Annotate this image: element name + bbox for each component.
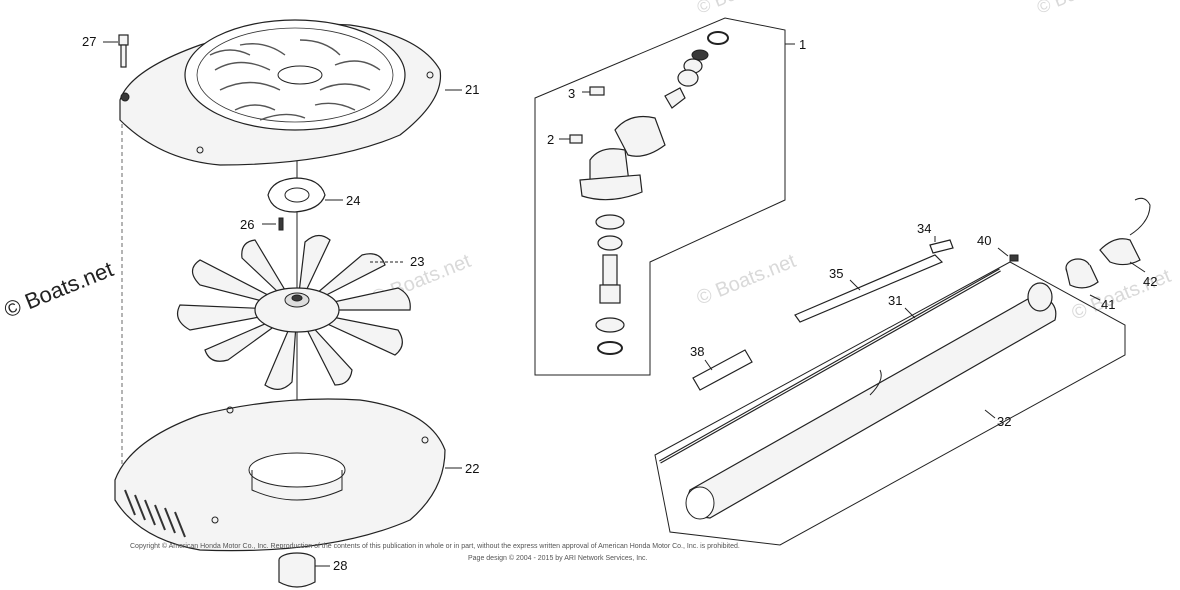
faint-watermark: © Boats.net [694,250,800,310]
part-number-41: 41 [1101,297,1115,312]
part-number-24: 24 [346,193,360,208]
fan-cover-21 [119,19,442,166]
part-number-23: 23 [410,254,424,269]
part-number-34: 34 [917,221,931,236]
part-number-2: 2 [547,132,554,147]
bolt-27 [118,34,129,68]
fan-23 [177,234,411,390]
gear-case-outline [534,17,786,376]
shaft-box-32 [654,261,1126,546]
pin-40 [1009,254,1019,262]
main-tube [685,294,1057,520]
part-number-22: 22 [465,461,479,476]
part-number-27: 27 [82,34,96,49]
part-number-38: 38 [690,344,704,359]
part-number-32: 32 [997,414,1011,429]
collar [1027,282,1053,312]
pin-26 [278,217,284,231]
copyright-line-1: Copyright © American Honda Motor Co., In… [130,542,740,550]
part-number-42: 42 [1143,274,1157,289]
label-35 [794,254,944,323]
part-number-21: 21 [465,82,479,97]
part-number-28: 28 [333,558,347,573]
faint-watermark: © Boats.net [694,0,789,18]
part-number-26: 26 [240,217,254,232]
fan-case-22 [114,398,446,552]
faint-watermark: © Boats.net [1034,0,1129,18]
gasket-24 [267,177,326,213]
clamp-42 [1099,197,1151,266]
part-number-35: 35 [829,266,843,281]
nut-28 [278,552,316,588]
boats-net-watermark: © Boats.net [1,256,117,322]
part-number-31: 31 [888,293,902,308]
drive-shaft-31 [659,268,1001,464]
label-38 [692,349,753,391]
copyright-line-2: Page design © 2004 - 2015 by ARI Network… [468,554,648,562]
part-number-1: 1 [799,37,806,52]
part-number-3: 3 [568,86,575,101]
part-number-40: 40 [977,233,991,248]
faint-watermarks: © Boats.net © Boats.net © Boats.net © Bo… [369,0,1175,325]
label-34 [929,239,954,254]
gear-case-parts [569,31,729,355]
bushing-41 [1065,258,1099,289]
